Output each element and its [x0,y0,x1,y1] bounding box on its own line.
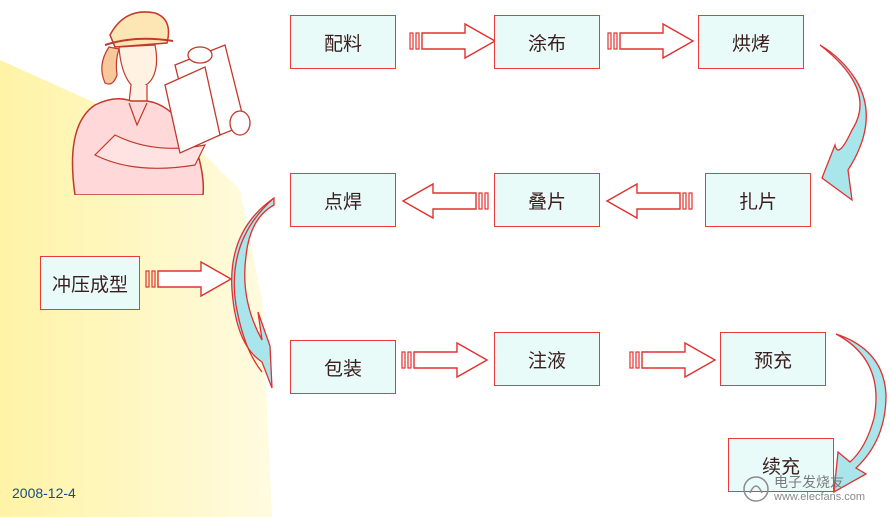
watermark: 电子发烧友 www.elecfans.com [742,474,866,503]
step-chongya: 冲压成型 [40,256,140,310]
watermark-title: 电子发烧友 [774,474,844,491]
step-dianhan: 点焊 [290,173,396,227]
step-hongkao: 烘烤 [698,15,804,69]
step-peiliao: 配料 [290,15,396,69]
elecfans-logo-icon [743,476,769,502]
step-zhuye: 注液 [494,332,600,386]
worker-with-blueprints-icon [71,11,251,195]
slide-date: 2008-12-4 [12,485,76,501]
step-diepian: 叠片 [494,173,600,227]
step-zhapian: 扎片 [705,173,811,227]
watermark-url: www.elecfans.com [774,490,866,503]
step-baozhuang: 包装 [290,340,396,394]
step-yuchong: 预充 [720,332,826,386]
step-tubu: 涂布 [494,15,600,69]
